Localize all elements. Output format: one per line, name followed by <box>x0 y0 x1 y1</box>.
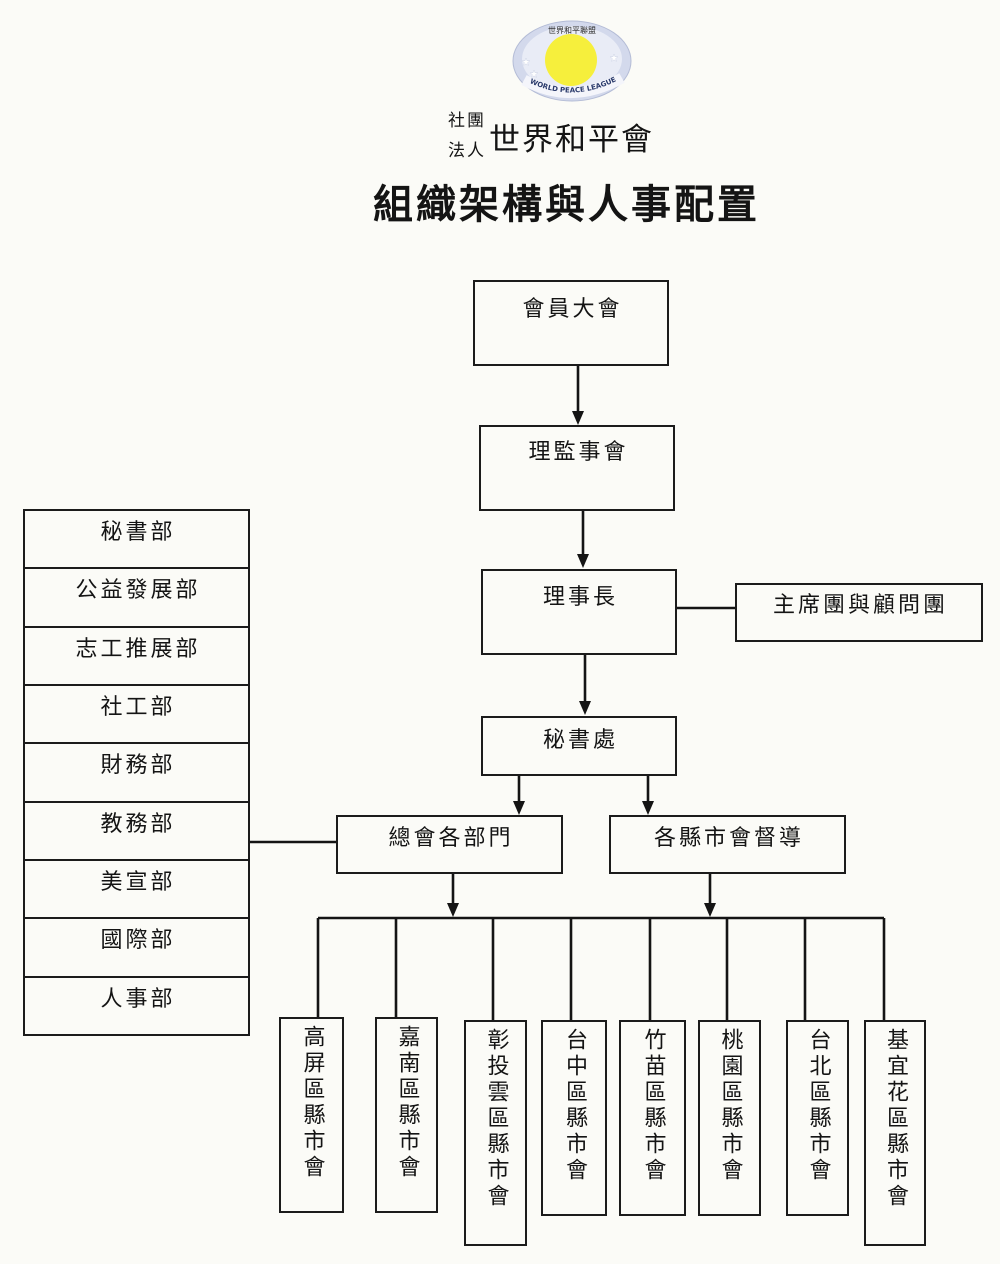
chapter-label: 高屏區縣市會 <box>299 1025 325 1181</box>
arrow-head <box>579 701 591 715</box>
star-icon <box>529 69 539 78</box>
department-item-finance: 財務部 <box>25 744 248 803</box>
department-item-international: 國際部 <box>25 919 248 978</box>
county-supervision-box: 各縣市會督導 <box>609 815 846 874</box>
chapter-taichung: 台中區縣市會 <box>541 1020 607 1216</box>
chapter-label: 基宜花區縣市會 <box>883 1028 908 1210</box>
department-item-art-promotion: 美宣部 <box>25 861 248 920</box>
organization-name: 世界和平會 <box>489 122 654 158</box>
org-type-prefix-top: 社團 <box>448 111 486 131</box>
arrow-head <box>577 554 589 568</box>
chapter-label: 彰投雲區縣市會 <box>483 1028 509 1210</box>
chapter-label: 台北區縣市會 <box>805 1028 831 1184</box>
department-item-personnel: 人事部 <box>100 986 176 1012</box>
chairman-label: 理事長 <box>542 585 618 610</box>
general-assembly-label: 會員大會 <box>522 297 623 322</box>
department-item-education: 教務部 <box>25 803 248 861</box>
board-box: 理監事會 <box>479 425 675 511</box>
arrow-secretariat-to-hq <box>513 775 525 815</box>
hq-departments-box: 總會各部門 <box>336 815 563 874</box>
arrow-head <box>572 411 584 425</box>
department-list: 秘書部 公益發展部 志工推展部 社工部 財務部 教務部 美宣部 國際部 人事部 <box>23 509 250 1036</box>
county-supervision-label: 各縣市會督導 <box>653 826 804 851</box>
org-type-prefix-bottom: 法人 <box>448 141 486 161</box>
arrow-board-to-chairman <box>577 510 589 568</box>
chapter-taoyuan: 桃園區縣市會 <box>698 1020 761 1216</box>
chapter-changhua-nantou-yunlin: 彰投雲區縣市會 <box>464 1020 527 1246</box>
arrow-hq-to-chapters <box>447 873 459 917</box>
chapter-label: 竹苗區縣市會 <box>640 1028 666 1184</box>
star-icon <box>521 57 531 66</box>
department-item-public-welfare: 公益發展部 <box>25 569 248 628</box>
page-title: 組織架構與人事配置 <box>373 181 760 228</box>
chapter-hsinchu-miaoli: 竹苗區縣市會 <box>619 1020 686 1216</box>
department-item-secretarial: 秘書部 <box>25 511 248 570</box>
arrow-chairman-to-secretariat <box>579 654 591 715</box>
world-peace-league-logo: 世界和平聯盟 WORLD PEACE LEAGUE <box>512 20 632 102</box>
chairman-box: 理事長 <box>481 569 677 655</box>
star-icon <box>609 53 619 62</box>
chapter-kaohsiung-pingtung: 高屏區縣市會 <box>279 1017 344 1213</box>
sun-icon <box>545 34 597 86</box>
logo-banner <box>521 73 625 98</box>
general-assembly-box: 會員大會 <box>473 280 669 366</box>
chapter-label: 台中區縣市會 <box>562 1028 587 1184</box>
secretariat-box: 秘書處 <box>481 716 677 776</box>
hq-departments-label: 總會各部門 <box>388 826 514 851</box>
department-item-volunteer: 志工推展部 <box>25 628 248 686</box>
department-item-social-work: 社工部 <box>25 686 248 745</box>
logo-top-text: 世界和平聯盟 <box>548 25 596 35</box>
arrow-head <box>704 903 716 917</box>
arrow-assembly-to-board <box>572 365 584 425</box>
chapter-label: 桃園區縣市會 <box>717 1028 743 1184</box>
board-label: 理監事會 <box>528 440 629 465</box>
arrow-head <box>447 903 459 917</box>
arrow-head <box>642 801 654 815</box>
chapter-keelung-yilan-hualien: 基宜花區縣市會 <box>864 1020 926 1246</box>
advisory-label: 主席團與顧問團 <box>772 593 948 618</box>
arrow-head <box>513 801 525 815</box>
chapter-label: 嘉南區縣市會 <box>394 1025 420 1181</box>
arrow-secretariat-to-county <box>642 775 654 815</box>
chapter-chiayi-tainan: 嘉南區縣市會 <box>375 1017 438 1213</box>
arrow-county-to-chapters <box>704 873 716 917</box>
secretariat-label: 秘書處 <box>542 728 618 753</box>
chapter-taipei: 台北區縣市會 <box>786 1020 849 1216</box>
advisory-box: 主席團與顧問團 <box>735 583 983 642</box>
